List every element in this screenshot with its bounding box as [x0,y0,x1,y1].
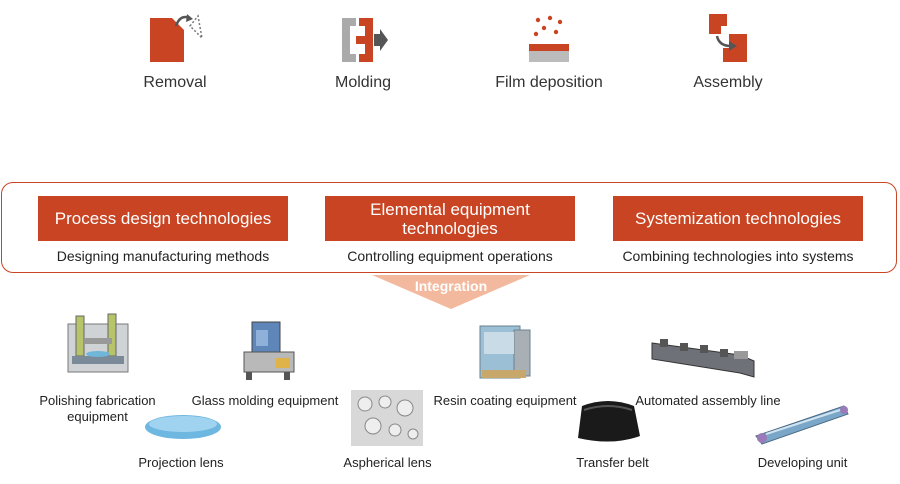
caption-polishing-equipment: Polishing fabrication equipment [39,393,156,424]
molding-icon [342,18,388,62]
caption-automated-assembly-line: Automated assembly line [635,393,781,408]
transfer-belt-icon [578,401,640,442]
automated-assembly-line-icon [651,339,755,378]
resin-coating-equipment-icon [479,325,531,379]
tech-subtitle: Combining technologies into systems [622,248,854,264]
process-label: Film deposition [495,74,603,91]
process-label: Removal [143,74,207,91]
process-removal: Removal [95,12,255,92]
glass-molding-equipment-icon [243,321,295,380]
technologies-frame [1,182,897,273]
caption-projection-lens: Projection lens [138,455,224,470]
tech-elemental-equipment: Elemental equipment technologies Control… [325,196,575,264]
process-molding: Molding [283,12,443,92]
process-film-deposition: Film deposition [469,12,629,92]
aspherical-lens-icon [351,390,423,446]
tech-title: Systemization technologies [613,196,863,241]
tech-process-design: Process design technologies Designing ma… [38,196,288,264]
integration-arrow-icon [372,275,530,309]
developing-unit-icon [755,405,849,445]
tech-systemization: Systemization technologies Combining tec… [613,196,863,264]
film-deposition-icon [529,15,569,62]
tech-subtitle: Controlling equipment operations [347,248,553,264]
caption-glass-molding-equipment: Glass molding equipment [191,393,339,408]
projection-lens-icon [145,415,221,439]
process-assembly: Assembly [648,12,808,92]
tech-title: Process design technologies [38,196,288,241]
assembly-icon [709,14,747,62]
polishing-equipment-icon [67,313,129,373]
caption-resin-coating-equipment: Resin coating equipment [433,393,577,408]
caption-developing-unit: Developing unit [757,455,848,470]
caption-aspherical-lens: Aspherical lens [343,455,432,470]
process-label: Molding [334,74,392,91]
integration-label: Integration [414,278,488,294]
tech-title: Elemental equipment technologies [325,196,575,241]
tech-subtitle: Designing manufacturing methods [56,248,270,264]
process-label: Assembly [693,74,763,91]
caption-transfer-belt: Transfer belt [576,455,649,470]
removal-icon [150,14,204,62]
